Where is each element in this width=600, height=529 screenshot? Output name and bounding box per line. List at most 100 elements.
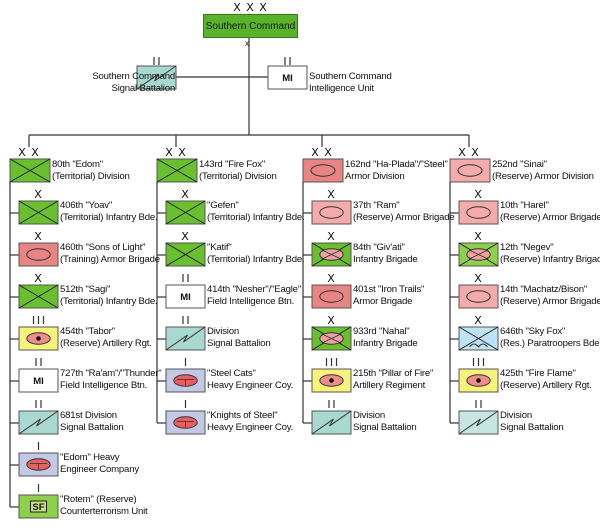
division-1-unit-6-name-line1: 681st Division [60,410,117,421]
division-3-echelon-mark: X X [311,146,333,159]
division-2-unit-1-name-line1: "Gefen" [207,200,239,211]
hq-intel-intel-symbol-icon: MI [267,65,308,90]
division-1-unit-8-sf-symbol-icon: SF [18,494,59,519]
division-3-unit-1-name-line2: (Reserve) Armor Brigade [353,212,455,223]
division-4-unit-6-name-line1: Division [500,410,532,421]
division-2-name-line1: 143rd "Fire Fox" [199,159,265,170]
division-1-unit-3-name-line1: 512th "Sagi" [60,284,111,295]
division-3-unit-2-echelon-mark: X [327,230,336,243]
division-4-unit-4-echelon-mark: X [474,314,483,327]
division-4-unit-3-name-line2: (Reserve) Armor Brigade [500,296,600,307]
division-4-unit-3-armor_reserve-symbol-icon [458,284,499,309]
division-3-unit-4-echelon-mark: X [327,314,336,327]
hq-signal-label-line1: Southern Command [92,71,175,82]
division-2-unit-1-infantry-symbol-icon [165,200,206,225]
division-4-unit-4-paratrooper-symbol-icon [458,326,499,351]
division-1-unit-1-name-line1: 406th "Yoav" [60,200,113,211]
division-3-unit-4-mech_infantry-symbol-icon [311,326,352,351]
division-1-unit-5-intel-symbol-icon: MI [18,368,59,393]
division-1-unit-4-name-line2: (Reserve) Artillery Rgt. [60,338,152,349]
division-4-armor_reserve-symbol-icon [449,158,491,183]
division-1-unit-5-name-line1: 727th "Ra'am"/"Thunder" [60,368,162,379]
division-2-unit-3-name-line1: 414th "Nesher"/"Eagle" [207,284,302,295]
division-1-unit-2-echelon-mark: X [34,230,43,243]
division-3-unit-3-armor-symbol-icon [311,284,352,309]
division-1-unit-3-echelon-mark: X [34,272,43,285]
southern-command-label: Southern Command [205,20,296,32]
division-3-unit-5-artillery-symbol-icon [311,368,352,393]
division-1-unit-5-name-line2: Field Intelligence Btn. [60,380,148,391]
division-2-name-line2: (Territorial) Division [199,171,277,182]
division-4-unit-6-signal_light-symbol-icon [458,410,499,435]
southern-command-box: Southern Command [203,14,298,38]
division-2-unit-6-name-line1: "Knights of Steel" [207,410,278,421]
division-3-unit-5-name-line2: Artillery Regiment [353,380,426,391]
svg-text:SF: SF [32,502,44,513]
division-1-unit-2-name-line2: (Training) Armor Brigade [60,254,160,265]
division-3-unit-4-name-line1: 933rd "Nahal" [353,326,410,337]
division-1-unit-1-echelon-mark: X [34,188,43,201]
division-1-unit-7-name-line2: Engineer Company [60,464,139,475]
hq-signal-signal-symbol-icon [136,65,177,90]
division-1-unit-2-armor-symbol-icon [18,242,59,267]
division-4-unit-2-name-line1: 12th "Negev" [500,242,554,253]
division-3-unit-1-armor_reserve-symbol-icon [311,200,352,225]
division-4-name-line2: (Reserve) Armor Division [492,171,594,182]
division-3-unit-6-name-line1: Division [353,410,385,421]
division-4-unit-2-name-line2: (Reserve) Infantry Brigade [500,254,600,265]
division-1-unit-1-name-line2: (Territorial) Infantry Bde. [60,212,158,223]
division-2-echelon-mark: X X [165,146,187,159]
division-1-unit-3-infantry-symbol-icon [18,284,59,309]
svg-text:MI: MI [282,73,293,84]
division-2-unit-3-intel-symbol-icon: MI [165,284,206,309]
division-4-unit-5-name-line2: (Reserve) Artillery Rgt. [500,380,592,391]
division-3-unit-1-echelon-mark: X [327,188,336,201]
division-2-infantry-symbol-icon [156,158,198,183]
division-4-unit-2-echelon-mark: X [474,230,483,243]
division-4-unit-4-name-line2: (Res.) Paratroopers Bde. [500,338,600,349]
division-2-unit-4-name-line1: Division [207,326,239,337]
division-1-unit-7-engineer-symbol-icon [18,452,59,477]
division-4-unit-1-echelon-mark: X [474,188,483,201]
hq-intel-label-line2: Intelligence Unit [309,83,374,94]
division-1-unit-1-infantry-symbol-icon [18,200,59,225]
division-2-unit-4-name-line2: Signal Battalion [207,338,271,349]
division-1-unit-3-name-line2: (Territorial) Infantry Bde. [60,296,158,307]
division-2-unit-2-name-line2: (Territorial) Infantry Bde. [207,254,305,265]
hq-signal-label-line2: Signal Battalion [111,83,176,94]
division-3-unit-2-mech_infantry-symbol-icon [311,242,352,267]
division-4-unit-4-name-line1: 646th "Sky Fox" [500,326,566,337]
division-1-unit-7-name-line1: "Edom" Heavy [60,452,120,463]
division-4-unit-3-name-line1: 14th "Machatz/Bison" [500,284,588,295]
division-2-unit-2-name-line1: "Katif" [207,242,232,253]
division-3-unit-3-echelon-mark: X [327,272,336,285]
division-2-unit-5-engineer-symbol-icon [165,368,206,393]
division-4-unit-1-armor_reserve-symbol-icon [458,200,499,225]
command-echelon-mark: X X X [233,1,268,14]
division-1-unit-8-name-line1: "Rotem" (Reserve) [60,494,137,505]
division-4-unit-6-name-line2: Signal Battalion [500,422,564,433]
division-1-unit-6-signal-symbol-icon [18,410,59,435]
svg-text:MI: MI [33,376,44,387]
hq-intel-label-line1: Southern Command [309,71,392,82]
division-3-unit-3-name-line1: 401st "Iron Trails" [353,284,425,295]
division-2-unit-2-echelon-mark: X [181,230,190,243]
division-3-unit-3-name-line2: Armor Brigade [353,296,413,307]
division-1-unit-2-name-line1: 460th "Sons of Light" [60,242,146,253]
division-2-unit-1-echelon-mark: X [181,188,190,201]
command-connector-mark: x [245,39,249,48]
division-2-unit-6-engineer-symbol-icon [165,410,206,435]
svg-text:MI: MI [180,292,191,303]
division-1-unit-6-name-line2: Signal Battalion [60,422,124,433]
division-1-unit-4-name-line1: 454th "Tabor" [60,326,115,337]
division-3-unit-6-name-line2: Signal Battalion [353,422,417,433]
division-2-unit-4-signal-symbol-icon [165,326,206,351]
division-4-unit-1-name-line2: (Reserve) Armor Brigade [500,212,600,223]
division-1-name-line1: 80th "Edom" [52,159,104,170]
division-4-unit-3-echelon-mark: X [474,272,483,285]
division-2-unit-1-name-line2: (Territorial) Infantry Bde. [207,212,305,223]
division-3-unit-5-name-line1: 215th "Pillar of Fire" [353,368,434,379]
division-2-unit-6-name-line2: Heavy Engineer Coy. [207,422,294,433]
division-1-echelon-mark: X X [18,146,40,159]
